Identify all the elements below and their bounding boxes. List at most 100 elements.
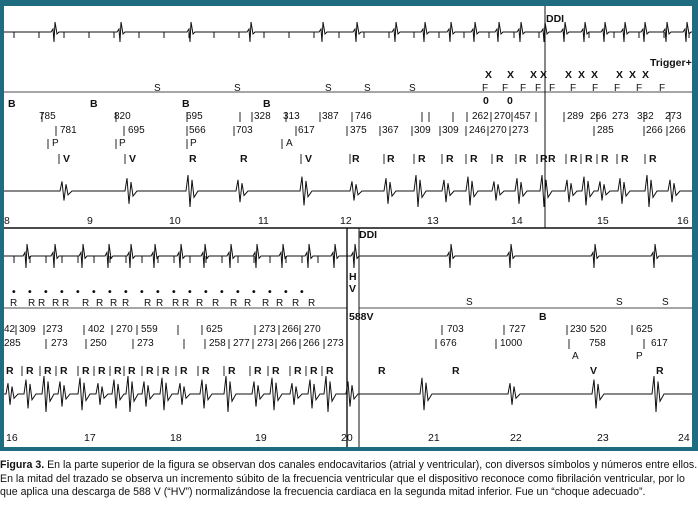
r-mark: R: [128, 365, 136, 377]
ventricular-mark: V: [305, 153, 313, 165]
time-tick: 24: [678, 432, 690, 444]
r-mark: R: [292, 298, 300, 309]
interval-value: 273: [259, 324, 276, 335]
interval-value: 695: [128, 125, 145, 136]
interval-value: 328: [254, 111, 271, 122]
r-mark: R: [38, 298, 46, 309]
atrial-mark: P: [636, 351, 643, 362]
r-mark: R: [294, 365, 302, 377]
sense-dot: •: [156, 286, 160, 298]
b-mark: B: [182, 98, 190, 110]
marker-s: S: [325, 83, 332, 94]
ventricular-mark: R: [540, 153, 548, 165]
time-tick: 12: [340, 215, 352, 227]
marker-s: S: [364, 83, 371, 94]
interval-value: 758: [589, 338, 606, 349]
interval-value: 457: [514, 111, 531, 122]
r-mark: R: [26, 365, 34, 377]
sense-dot: •: [92, 286, 96, 298]
ventricular-mark: R: [585, 153, 593, 165]
ventricular-mark: R: [519, 153, 527, 165]
r-mark: R: [254, 365, 262, 377]
mode-label-top: DDI: [546, 13, 565, 25]
f-mark: F: [520, 83, 527, 94]
atrial-mark: P: [119, 138, 126, 149]
interval-value: 367: [382, 125, 399, 136]
b-mark: B: [539, 311, 547, 323]
ventricular-mark: R: [601, 153, 609, 165]
interval-value: 250: [90, 338, 107, 349]
r-mark: R: [230, 298, 238, 309]
sense-dot: •: [204, 286, 208, 298]
time-tick: 13: [427, 215, 439, 227]
ventricular-mark: R: [446, 153, 454, 165]
hv-label: H V: [349, 271, 357, 295]
interval-value: 273: [257, 338, 274, 349]
ventricular-egm-trace: [4, 174, 692, 208]
atrial-mark: P: [190, 138, 197, 149]
sense-dot: •: [76, 286, 80, 298]
sense-dot: •: [44, 286, 48, 298]
time-tick: 10: [169, 215, 181, 227]
r-mark: R: [182, 298, 190, 309]
r-mark: R: [6, 365, 14, 377]
r-mark: R: [110, 298, 118, 309]
figure-frame: DDI Trigger+ S S S S S X X X X X X X X X…: [0, 0, 698, 451]
sense-dot: •: [268, 286, 272, 298]
r-mark: R: [310, 365, 318, 377]
b-mark: B: [263, 98, 271, 110]
r-mark: R: [244, 298, 252, 309]
interval-value: 566: [189, 125, 206, 136]
r-mark: R: [82, 298, 90, 309]
x-mark: X: [540, 69, 548, 81]
x-mark: X: [565, 69, 573, 81]
interval-value: 273: [51, 338, 68, 349]
interval-value: 309: [414, 125, 431, 136]
r-mark: R: [172, 298, 180, 309]
atrial-mark: A: [286, 138, 293, 149]
ventricular-mark: R: [240, 153, 248, 165]
r-mark: R: [10, 298, 18, 309]
f-mark: F: [502, 83, 509, 94]
time-tick: 18: [170, 432, 182, 444]
r-mark: R: [98, 365, 106, 377]
time-tick: 16: [6, 432, 18, 444]
r-mark: R: [326, 365, 334, 377]
interval-value: 270: [494, 111, 511, 122]
sense-ticks: [13, 32, 690, 38]
interval-value: 746: [355, 111, 372, 122]
ventricular-mark: R: [570, 153, 578, 165]
r-mark: V: [590, 365, 598, 377]
interval-value: 617: [651, 338, 668, 349]
interval-value: 785: [39, 111, 56, 122]
time-tick: 16: [677, 215, 689, 227]
interval-value: 230: [570, 324, 587, 335]
sense-dot: •: [28, 286, 32, 298]
ecg-strip-panel: DDI Trigger+ S S S S S X X X X X X X X X…: [4, 6, 692, 447]
interval-value: 289: [567, 111, 584, 122]
marker-bars: [41, 112, 671, 164]
sense-dot: •: [12, 286, 16, 298]
interval-value: 402: [88, 324, 105, 335]
b-mark: B: [8, 98, 16, 110]
sense-dot: •: [252, 286, 256, 298]
interval-value: 273: [46, 324, 63, 335]
interval-value: 266: [646, 125, 663, 136]
marker-s: S: [466, 297, 473, 308]
time-tick: 20: [341, 432, 353, 444]
marker-s: S: [662, 297, 669, 308]
interval-value: 313: [283, 111, 300, 122]
interval-value: 309: [19, 324, 36, 335]
trigger-label: Trigger+: [650, 57, 692, 69]
interval-value: 266: [280, 338, 297, 349]
caption-text: En la parte superior de la figura se obs…: [0, 459, 698, 499]
r-mark: R: [202, 365, 210, 377]
interval-value: 703: [447, 324, 464, 335]
x-mark: X: [616, 69, 624, 81]
ventricular-mark: R: [418, 153, 426, 165]
sense-dot: •: [236, 286, 240, 298]
interval-value: 270: [116, 324, 133, 335]
interval-value: 258: [209, 338, 226, 349]
atrial-mark: A: [572, 351, 579, 362]
interval-value: 1000: [500, 338, 523, 349]
